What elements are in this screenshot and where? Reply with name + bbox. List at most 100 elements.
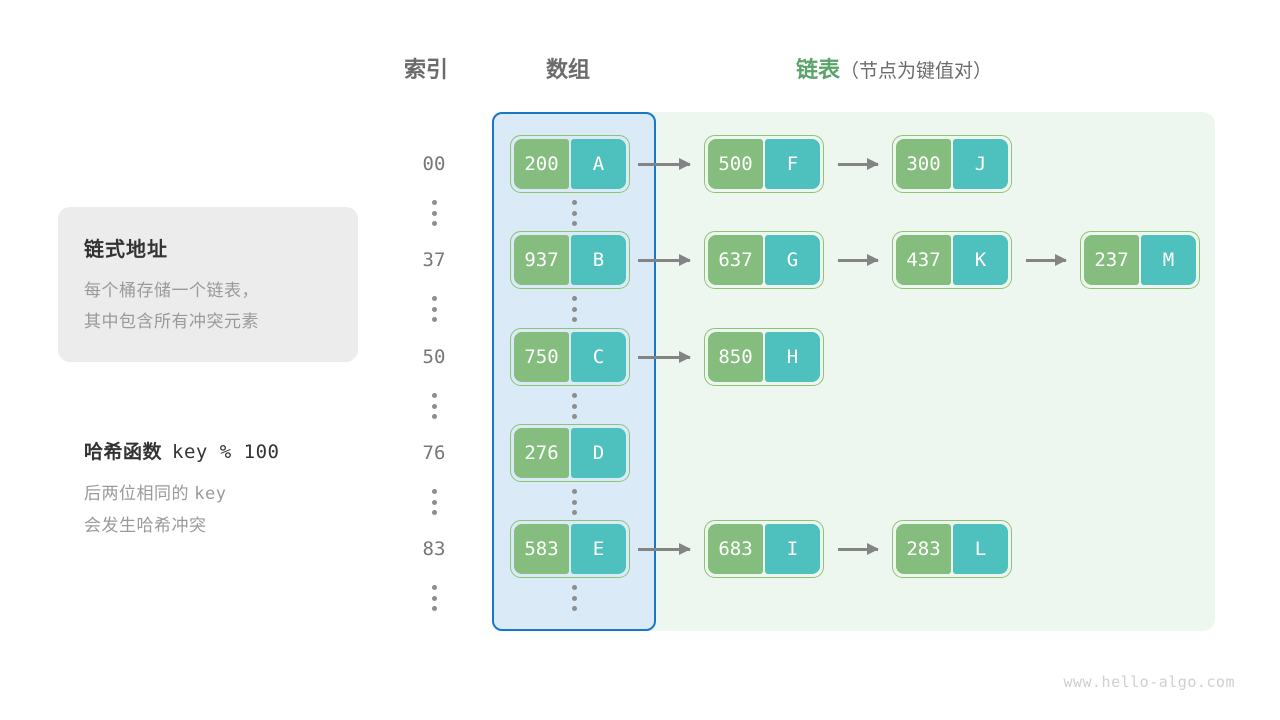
bucket-index-label: 83	[422, 538, 446, 560]
hash-function-line-2: 会发生哈希冲突	[84, 516, 207, 535]
hash-function-title: 哈希函数 key % 100	[84, 437, 279, 464]
chain-arrow	[1026, 253, 1067, 266]
array-ellipsis-icon	[544, 196, 604, 230]
kv-node-key: 637	[708, 235, 763, 285]
chain-arrow	[638, 350, 691, 363]
column-header-linked-list-main: 链表	[796, 57, 841, 82]
kv-node-value: H	[765, 332, 820, 382]
column-header-array: 数组	[546, 57, 591, 82]
kv-node-value: G	[765, 235, 820, 285]
kv-node-key: 276	[514, 428, 569, 478]
hash-function-formula: key % 100	[172, 441, 280, 463]
ellipsis-row	[0, 485, 1280, 543]
kv-node-value: C	[571, 332, 626, 382]
watermark: www.hello-algo.com	[1063, 673, 1235, 691]
kv-node-key: 683	[708, 524, 763, 574]
kv-node-key: 500	[708, 139, 763, 189]
info-card-line-1: 每个桶存储一个链表，	[84, 281, 259, 300]
kv-node-key: 200	[514, 139, 569, 189]
kv-node-key: 300	[896, 139, 951, 189]
hash-function-line-1-prefix: 后两位相同的	[84, 484, 195, 503]
kv-node-value: J	[953, 139, 1008, 189]
info-card-line-2: 其中包含所有冲突元素	[84, 312, 259, 331]
column-header-linked-list-sub: （节点为键值对）	[840, 61, 993, 82]
chain-arrow	[638, 253, 691, 266]
kv-node-key: 850	[708, 332, 763, 382]
array-ellipsis-icon	[544, 389, 604, 423]
array-ellipsis-icon	[544, 485, 604, 519]
bucket-index-label: 00	[422, 153, 446, 175]
kv-node-value: F	[765, 139, 820, 189]
index-ellipsis-icon	[404, 581, 464, 615]
hash-function-line-1: 后两位相同的 key	[84, 478, 226, 510]
bucket-index-label: 50	[422, 346, 446, 368]
bucket-index-label: 76	[422, 442, 446, 464]
column-header-index: 索引	[404, 57, 449, 82]
kv-node-key: 750	[514, 332, 569, 382]
kv-node-value: D	[571, 428, 626, 478]
info-card	[58, 207, 358, 362]
index-ellipsis-icon	[404, 196, 464, 230]
ellipsis-row	[0, 389, 1280, 447]
kv-node-value: A	[571, 139, 626, 189]
kv-node-value: I	[765, 524, 820, 574]
ellipsis-row	[0, 292, 1280, 350]
chain-arrow	[838, 157, 879, 170]
kv-node-value: K	[953, 235, 1008, 285]
array-ellipsis-icon	[544, 581, 604, 615]
kv-node-key: 237	[1084, 235, 1139, 285]
info-card-title: 链式地址	[84, 239, 168, 261]
column-header-linked-list: 链表（节点为键值对）	[796, 52, 992, 84]
kv-node-key: 937	[514, 235, 569, 285]
ellipsis-row	[0, 581, 1280, 639]
kv-node-value: E	[571, 524, 626, 574]
chain-arrow	[838, 253, 879, 266]
array-ellipsis-icon	[544, 292, 604, 326]
ellipsis-row	[0, 196, 1280, 254]
kv-node-key: 583	[514, 524, 569, 574]
kv-node-key: 437	[896, 235, 951, 285]
chain-arrow	[838, 542, 879, 555]
index-ellipsis-icon	[404, 485, 464, 519]
index-ellipsis-icon	[404, 292, 464, 326]
index-ellipsis-icon	[404, 389, 464, 423]
kv-node-value: M	[1141, 235, 1196, 285]
kv-node-value: B	[571, 235, 626, 285]
kv-node-key: 283	[896, 524, 951, 574]
hash-function-body: 后两位相同的 key 会发生哈希冲突	[84, 478, 226, 541]
hash-function-line-1-key: key	[194, 484, 227, 504]
kv-node-value: L	[953, 524, 1008, 574]
info-card-body: 每个桶存储一个链表， 其中包含所有冲突元素	[84, 275, 259, 337]
bucket-index-label: 37	[422, 249, 446, 271]
hash-function-label: 哈希函数	[84, 442, 163, 463]
chain-arrow	[638, 542, 691, 555]
chain-arrow	[638, 157, 691, 170]
